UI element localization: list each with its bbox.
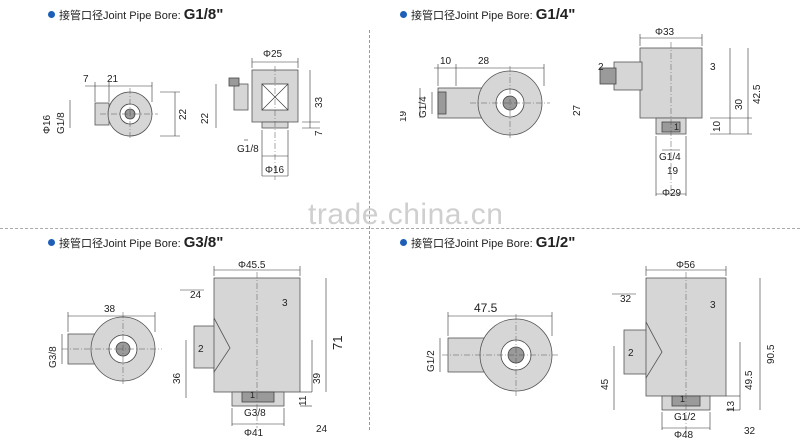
header-label: 接管口径Joint Pipe Bore: xyxy=(59,10,181,22)
dim-bottom-h: 7 xyxy=(314,130,325,136)
label-3: 3 xyxy=(710,62,716,73)
dim-side-w: 47.5 xyxy=(474,301,498,315)
bullet-icon xyxy=(400,239,407,246)
dim-left-thread: G1/2 xyxy=(426,350,437,372)
label-1: 1 xyxy=(674,122,679,132)
dim-wrench-top: 24 xyxy=(190,290,202,301)
bullet-icon xyxy=(48,239,55,246)
dim-left-thread: G3/8 xyxy=(48,346,59,368)
dim-front-h: 22 xyxy=(200,112,211,124)
dim-bottom-h: 11 xyxy=(298,395,309,406)
panel-header: 接管口径Joint Pipe Bore: G1/4" xyxy=(400,6,575,23)
label-2: 2 xyxy=(598,62,604,73)
bullet-icon xyxy=(48,11,55,18)
side-view xyxy=(439,312,560,396)
vertical-separator xyxy=(369,30,370,430)
dim-bottom-thread: G1/2 xyxy=(674,412,696,423)
dim-bottom-thread: G3/8 xyxy=(244,408,266,419)
label-1: 1 xyxy=(680,394,685,404)
dim-top-dia: Φ56 xyxy=(676,260,696,271)
dim-bottom-thread: G1/8 xyxy=(237,144,259,155)
dim-overall-h: 33 xyxy=(314,96,325,108)
drawing-g38: 38 G3/8 Φ45.5 24 2 3 1 36 xyxy=(48,260,345,439)
dim-overall-h: 90.5 xyxy=(766,344,777,364)
horizontal-separator xyxy=(0,228,800,229)
dim-left-h: 45 xyxy=(600,378,611,390)
dim-bottom-dia: Φ48 xyxy=(674,430,694,441)
dim-overall-h: 71 xyxy=(330,336,345,350)
dim-mid-h: 49.5 xyxy=(744,370,755,390)
drawing-g14: 10 28 19 G1/4 27 Φ33 2 3 1 30 xyxy=(400,27,763,199)
header-label: 接管口径Joint Pipe Bore: xyxy=(411,10,533,22)
dim-bottom-h: 13 xyxy=(726,400,737,412)
bullet-icon xyxy=(400,11,407,18)
dim-front-h: 27 xyxy=(572,104,583,116)
dim-side-a: 7 xyxy=(83,74,89,85)
drawing-g18: 7 21 Φ16 G1/8 22 Φ25 xyxy=(42,49,325,180)
label-3: 3 xyxy=(710,300,716,311)
dim-mid-h: 30 xyxy=(734,98,745,110)
side-view xyxy=(61,312,162,386)
dim-left-dia: Φ16 xyxy=(42,114,53,134)
panel-header: 接管口径Joint Pipe Bore: G1/8" xyxy=(48,6,223,23)
panel-g18: 接管口径Joint Pipe Bore: G1/8" 7 21 Φ16 G1/8… xyxy=(0,0,400,222)
side-view xyxy=(419,64,550,140)
panel-g12: 接管口径Joint Pipe Bore: G1/2" 47.5 G1/2 xyxy=(400,222,800,444)
pipe-size: G1/4" xyxy=(535,6,576,23)
front-view xyxy=(215,58,320,180)
header-label: 接管口径Joint Pipe Bore: xyxy=(59,238,181,250)
panel-header: 接管口径Joint Pipe Bore: G1/2" xyxy=(400,234,575,251)
pipe-size: G1/2" xyxy=(535,234,576,251)
dim-bottom-wrench: 32 xyxy=(744,426,756,437)
dim-top-dia: Φ25 xyxy=(263,49,283,60)
label-3: 3 xyxy=(282,298,288,309)
dim-overall-h: 42.5 xyxy=(752,84,763,104)
dim-left-h: 36 xyxy=(172,372,183,384)
dim-side-w: 38 xyxy=(104,304,116,315)
dim-bottom-thread: G1/4 xyxy=(659,152,681,163)
dim-bottom-h: 10 xyxy=(712,120,723,132)
dim-side-h: 22 xyxy=(178,108,189,120)
pipe-size: G3/8" xyxy=(183,234,224,251)
dim-bottom-dia: Φ29 xyxy=(662,188,682,199)
dim-top-dia: Φ45.5 xyxy=(238,260,266,271)
panel-header: 接管口径Joint Pipe Bore: G3/8" xyxy=(48,234,223,251)
label-1: 1 xyxy=(250,390,255,400)
dim-bottom-wrench: 24 xyxy=(316,424,328,435)
header-label: 接管口径Joint Pipe Bore: xyxy=(411,238,533,250)
side-view xyxy=(69,82,180,140)
drawing-g12: 47.5 G1/2 Φ56 32 2 3 1 45 xyxy=(426,260,777,441)
dim-bottom-wrench: 19 xyxy=(667,166,679,177)
dim-wrench-top: 32 xyxy=(620,294,632,305)
dim-side-b: 21 xyxy=(107,74,119,85)
label-2: 2 xyxy=(628,348,634,359)
dim-top-dia: Φ33 xyxy=(655,27,675,38)
label-2: 2 xyxy=(198,344,204,355)
dim-bottom-dia: Φ16 xyxy=(265,165,285,176)
dim-wrench: 19 xyxy=(400,110,409,122)
dim-side-b: 28 xyxy=(478,56,490,67)
panel-g38: 接管口径Joint Pipe Bore: G3/8" 38 G3/8 xyxy=(0,222,400,444)
front-view xyxy=(599,34,752,196)
dim-left-thread: G1/8 xyxy=(56,112,67,134)
watermark: trade.china.cn xyxy=(308,198,504,231)
dim-mid-h: 39 xyxy=(312,372,323,384)
front-view xyxy=(180,266,327,428)
dim-left-thread: G1/4 xyxy=(418,96,429,118)
dim-side-a: 10 xyxy=(440,56,452,67)
front-view xyxy=(612,266,761,432)
panel-g14: 接管口径Joint Pipe Bore: G1/4" 10 28 19 G1/4… xyxy=(400,0,800,222)
dim-bottom-dia: Φ41 xyxy=(244,428,264,439)
pipe-size: G1/8" xyxy=(183,6,224,23)
